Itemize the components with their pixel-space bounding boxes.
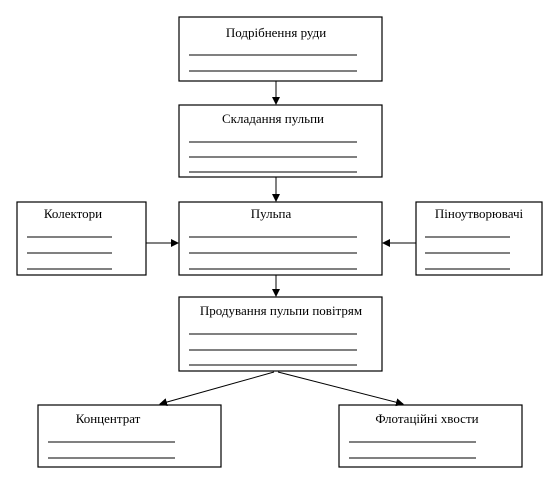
node-frothers-label: Піноутворювачі [435, 206, 524, 221]
node-pulp: Пульпа [178, 201, 383, 276]
node-pulp-preparation: Складання пульпи [178, 104, 383, 178]
arrow-aeration-to-concentrate [159, 371, 275, 406]
node-frothers: Піноутворювачі [415, 201, 543, 276]
node-pulp-aeration: Продування пульпи повітрям [178, 296, 383, 372]
node-pulp-aeration-label: Продування пульпи повітрям [200, 303, 362, 318]
node-flotation-tailings-label: Флотаційні хвости [375, 411, 478, 426]
node-collectors-label: Колектори [44, 206, 102, 221]
arrow-aeration-to-tailings [277, 371, 404, 407]
node-collectors: Колектори [16, 201, 147, 276]
node-ore-crushing-label: Подрібнення руди [226, 25, 326, 40]
node-flotation-tailings: Флотаційні хвости [338, 404, 523, 468]
node-pulp-preparation-label: Складання пульпи [222, 111, 324, 126]
node-concentrate-label: Концентрат [76, 411, 141, 426]
node-ore-crushing: Подрібнення руди [178, 16, 383, 82]
node-pulp-label: Пульпа [251, 206, 292, 221]
node-concentrate: Концентрат [37, 404, 222, 468]
